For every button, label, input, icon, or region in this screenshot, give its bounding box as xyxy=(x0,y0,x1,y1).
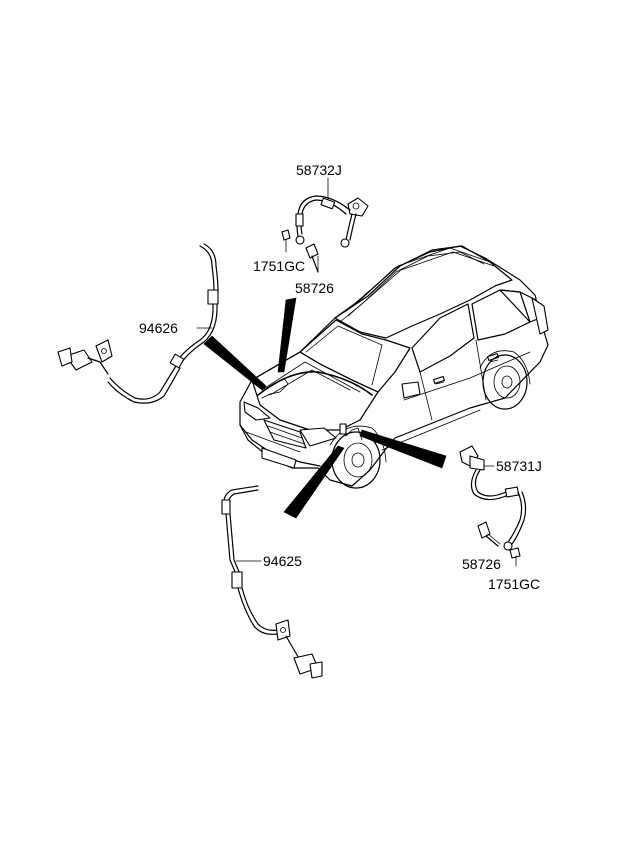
label-58731J: 58731J xyxy=(496,458,542,474)
callout-wedges xyxy=(203,297,447,519)
label-1751GC-lower: 1751GC xyxy=(488,576,541,592)
label-58726-lower: 58726 xyxy=(462,556,501,572)
label-94625: 94625 xyxy=(263,553,302,569)
sensor-94626-illustration xyxy=(57,243,219,404)
leader-lines xyxy=(196,177,495,562)
label-58732J: 58732J xyxy=(296,162,342,178)
vehicle-illustration xyxy=(239,245,549,489)
hose-58731J-illustration xyxy=(459,445,527,567)
sensor-94625-illustration xyxy=(221,485,323,679)
label-94626: 94626 xyxy=(139,320,178,336)
label-1751GC-upper: 1751GC xyxy=(253,258,306,274)
label-58726-upper: 58726 xyxy=(295,280,334,296)
hose-58732J-illustration xyxy=(281,195,369,273)
